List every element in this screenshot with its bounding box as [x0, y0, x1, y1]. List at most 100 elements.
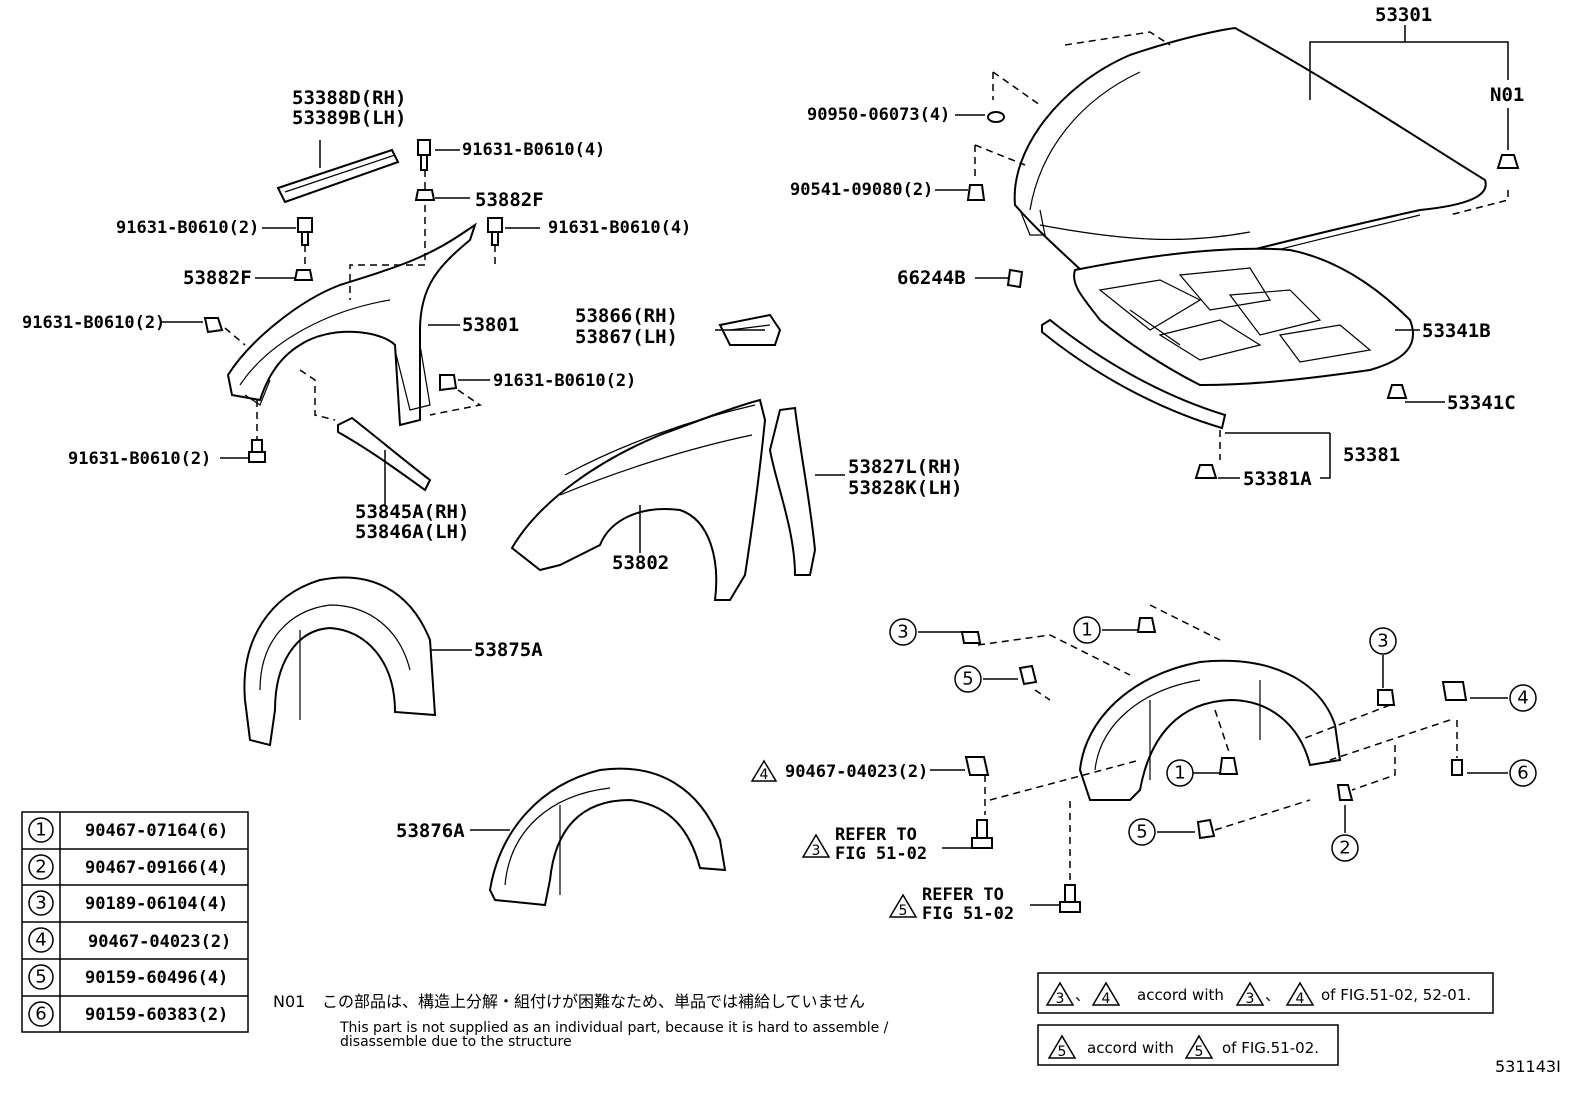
hood-seal [1041, 318, 1227, 430]
label-bracket-left: 53882F [183, 267, 252, 289]
label-seal-rh: 53827L(RH) [848, 456, 962, 478]
label-cushion-stop: 90541-09080(2) [790, 180, 933, 200]
label-brace-lh: 53846A(LH) [355, 521, 469, 543]
callout-4 [1509, 684, 1537, 712]
legend-num-5: 5 [35, 967, 46, 988]
legend-num-6: 6 [35, 1004, 46, 1025]
hood-cushion [276, 148, 400, 204]
legend-code-5: 90159-60496(4) [85, 968, 228, 988]
tri-marker-4: 4 [760, 767, 769, 783]
callout-3a-text: 3 [897, 622, 908, 643]
callout-5b [1128, 818, 1156, 846]
label-refer-2: REFER TO [922, 885, 1004, 905]
callout-4-text: 4 [1517, 688, 1528, 709]
accord1-tri-c: 3 [1246, 991, 1255, 1007]
accord1-tri-b: 4 [1102, 991, 1111, 1007]
legend-code-6: 90159-60383(2) [85, 1005, 228, 1025]
legend-code-4: 90467-04023(2) [88, 932, 231, 952]
accord1-sep2: 、 [1265, 986, 1280, 1004]
n01-note: N01 この部品は、構造上分解・組付けが困難なため、単品では補給していません T… [273, 992, 889, 1050]
label-refer-1: REFER TO [835, 825, 917, 845]
label-bracket-top: 53882F [475, 189, 544, 211]
apron-leaders [162, 140, 845, 831]
triangle-markers: 4 3 5 [750, 759, 918, 919]
legend-num-3: 3 [35, 893, 46, 914]
label-bolt-top: 91631-B0610(4) [462, 140, 605, 160]
label-n01: N01 [1490, 84, 1524, 106]
label-fig-1: FIG 51-02 [835, 844, 927, 864]
note-japanese: この部品は、構造上分解・組付けが困難なため、単品では補給していません [322, 992, 865, 1011]
label-hood: 53301 [1375, 4, 1432, 26]
label-seal-clip: 53381A [1243, 468, 1312, 490]
note-english-line2: disassemble due to the structure [340, 1034, 572, 1050]
fender-brace [337, 416, 432, 492]
label-bolt-left-low: 91631-B0610(2) [68, 449, 211, 469]
hood-leaders [935, 25, 1509, 479]
label-insulator-clip: 53341C [1447, 392, 1516, 414]
part-labels: 53301 N01 53388D(RH) 53389B(LH) 91631-B0… [22, 4, 1524, 924]
callout-5b-text: 5 [1136, 822, 1147, 843]
label-fender: 53802 [612, 552, 669, 574]
liner-hardware [960, 617, 1468, 913]
label-bolt-left-upper: 91631-B0610(2) [116, 218, 259, 238]
callout-1a [1073, 616, 1101, 644]
label-insulator: 53341B [1422, 320, 1491, 342]
callout-5a [954, 665, 982, 693]
label-label-part: 66244B [897, 267, 966, 289]
accord-box-1: 3 、 4 accord with 3 、 4 of FIG.51-02, 52… [1037, 972, 1494, 1014]
accord1-sep1: 、 [1075, 986, 1090, 1004]
tri-marker-5: 5 [899, 903, 908, 919]
label-liner-rear: 53876A [396, 820, 465, 842]
legend-num-4: 4 [35, 930, 46, 951]
fender-seal [768, 406, 817, 576]
legend-num-1: 1 [35, 820, 46, 841]
legend-code-1: 90467-07164(6) [85, 821, 228, 841]
front-fender-liner [243, 576, 437, 747]
legend-code-2: 90467-09166(4) [85, 858, 228, 878]
accord2-tri-a: 5 [1058, 1044, 1067, 1060]
callout-1a-text: 1 [1081, 620, 1092, 641]
label-clip-rh: 53866(RH) [575, 305, 678, 327]
label-seal-hood: 53381 [1343, 444, 1400, 466]
label-bolt-left-mid: 91631-B0610(2) [22, 313, 165, 333]
tri-marker-3: 3 [812, 843, 821, 859]
circle-callouts: 3 5 1 3 4 6 1 2 5 [889, 616, 1537, 862]
label-fig-2: FIG 51-02 [922, 904, 1014, 924]
fender-apron [226, 222, 477, 427]
wheel-liner-assembly [1078, 659, 1342, 801]
note-n01-tag: N01 [273, 992, 305, 1011]
hood-hardware [966, 111, 1520, 479]
legend-table: 1 90467-07164(6) 2 90467-09166(4) 3 9018… [21, 811, 249, 1033]
accord1-tri-d: 4 [1296, 991, 1305, 1007]
legend-num-2: 2 [35, 857, 46, 878]
callout-3b-text: 3 [1377, 631, 1388, 652]
label-cushion-rh: 53388D(RH) [292, 87, 406, 109]
label-bolt-right-upper: 91631-B0610(4) [548, 218, 691, 238]
label-cushion-lh: 53389B(LH) [292, 107, 406, 129]
label-nut-code: 90467-04023(2) [785, 762, 928, 782]
label-clip-lh: 53867(LH) [575, 326, 678, 348]
label-bolt-mid-right: 91631-B0610(2) [493, 371, 636, 391]
callout-1b [1166, 759, 1194, 787]
front-fender [510, 398, 767, 601]
label-fender-apron: 53801 [462, 314, 519, 336]
liner-leaders [918, 604, 1508, 906]
label-grommet: 90950-06073(4) [807, 105, 950, 125]
accord1-tri-a: 3 [1056, 991, 1065, 1007]
callout-3a [889, 618, 917, 646]
label-liner-front: 53875A [474, 639, 543, 661]
accord2-tri-b: 5 [1195, 1044, 1204, 1060]
accord-box-2: 5 accord with 5 of FIG.51-02. [1037, 1024, 1339, 1066]
figure-id: 531143I [1495, 1057, 1561, 1076]
callout-1b-text: 1 [1174, 763, 1185, 784]
callout-6 [1509, 759, 1537, 787]
accord2-text: accord with [1087, 1039, 1174, 1057]
callout-3b [1369, 627, 1397, 655]
apron-hardware [203, 139, 503, 463]
legend-code-3: 90189-06104(4) [85, 894, 228, 914]
callout-6-text: 6 [1517, 763, 1528, 784]
callout-2-text: 2 [1339, 838, 1350, 859]
accord1-text: accord with [1137, 986, 1224, 1004]
rear-fender-liner [488, 767, 727, 907]
